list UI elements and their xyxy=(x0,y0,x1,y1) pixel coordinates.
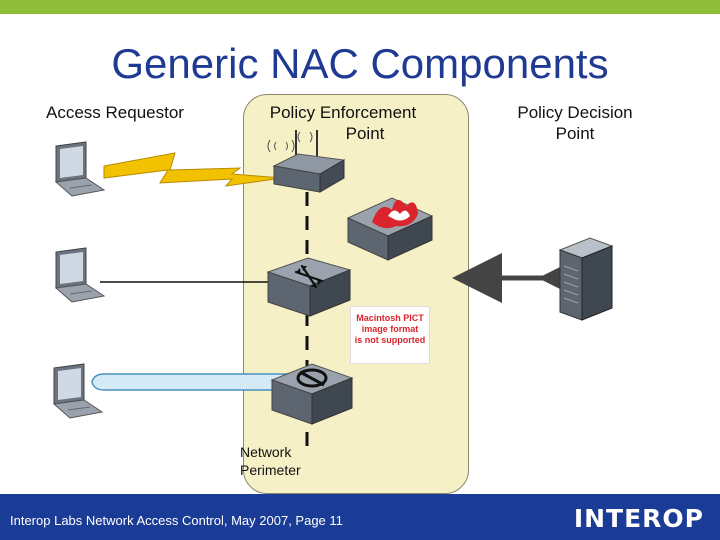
network-perimeter-label: Network Perimeter xyxy=(240,444,301,478)
label-policy-enforcement-point: Policy Enforcement Point xyxy=(269,103,417,143)
image-placeholder: Macintosh PICT image format is not suppo… xyxy=(350,306,430,364)
wireless-link-bolt xyxy=(103,152,283,187)
wireless-access-point-icon xyxy=(272,130,346,193)
vpn-tunnel xyxy=(91,373,301,391)
footer-text: Interop Labs Network Access Control, May… xyxy=(10,513,343,528)
laptop-icon xyxy=(54,247,106,303)
server-icon xyxy=(558,237,614,321)
label-access-requestor: Access Requestor xyxy=(46,103,184,122)
label-policy-decision-point: Policy Decision Point xyxy=(517,103,633,143)
laptop-icon xyxy=(52,363,104,419)
accent-bar xyxy=(0,0,720,14)
firewall-icon xyxy=(346,197,434,261)
radio-waves-icon xyxy=(267,131,313,153)
vpn-gateway-icon xyxy=(270,363,354,425)
interop-logo: INTEROP xyxy=(573,504,704,533)
switch-icon xyxy=(266,257,352,317)
footer-bar: Interop Labs Network Access Control, May… xyxy=(0,494,720,540)
page-title: Generic NAC Components xyxy=(111,40,609,87)
laptop-icon xyxy=(54,141,106,197)
